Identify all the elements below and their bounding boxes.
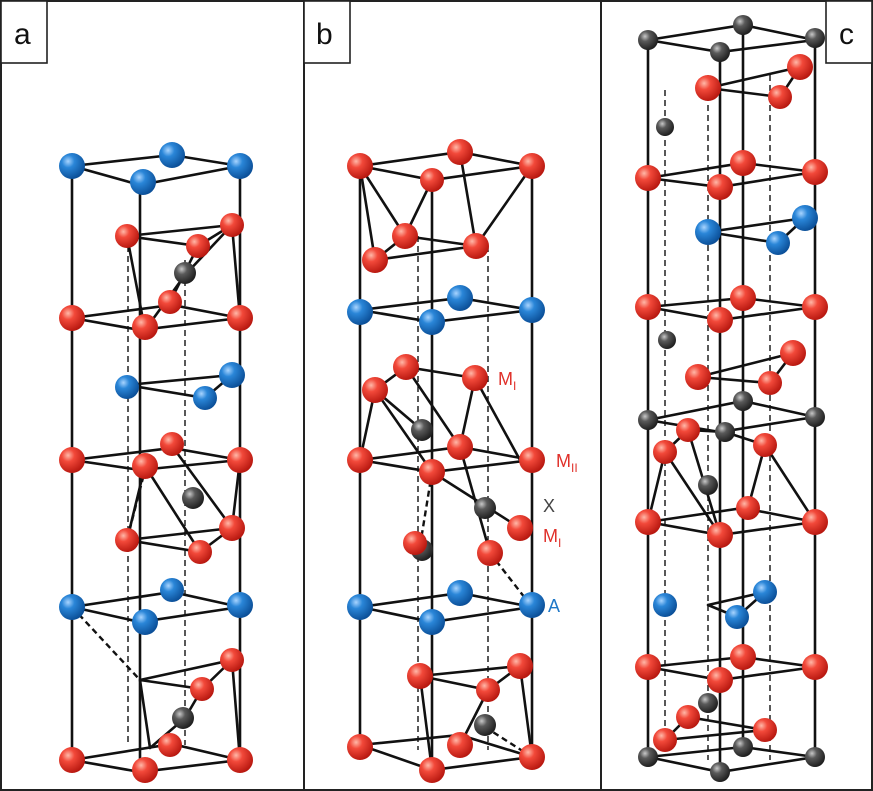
svg-text:a: a [14,18,31,51]
panel-b: MI MII X MI A [347,139,578,783]
svg-text:c: c [839,18,854,51]
site-label-mi-top: MI [498,369,516,393]
site-label-mii: MII [556,451,578,475]
site-label-mi-bottom: MI [543,526,561,550]
svg-text:b: b [316,18,333,51]
panel-label-a: a [0,0,48,64]
panel-b-site-labels: MI MII X MI A [498,369,578,616]
site-label-x: X [543,496,555,516]
panel-c [635,15,828,782]
panel-label-c: c [825,0,873,64]
panel-c-atoms [635,15,828,782]
panel-label-b: b [303,0,351,64]
panel-a [59,142,253,783]
panel-b-atoms [347,139,545,783]
panel-a-atoms [59,142,253,783]
panel-b-edges [358,150,534,774]
site-label-a: A [548,596,560,616]
